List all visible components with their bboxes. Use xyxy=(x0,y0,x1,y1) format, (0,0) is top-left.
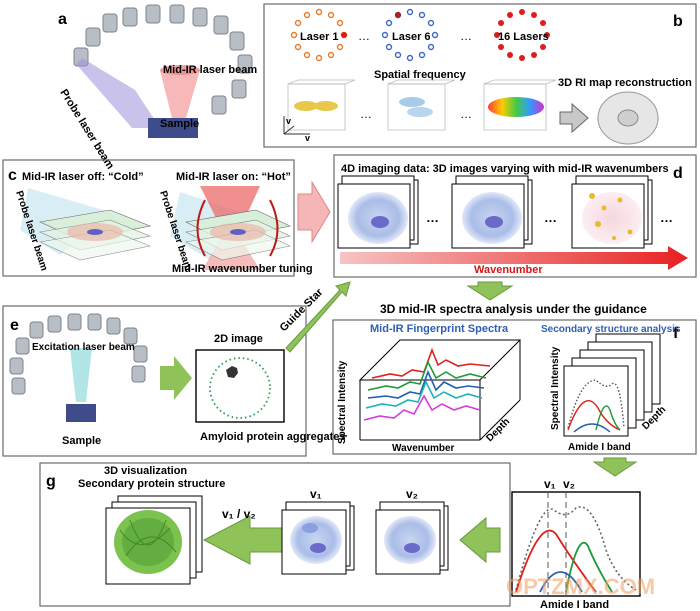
g-v1-label: v₁ xyxy=(310,487,322,501)
panel-b: b Laser 1 Laser 6 16 Lasers … … Spatial … xyxy=(263,3,697,148)
plot-v1-label: v₁ xyxy=(544,477,556,491)
protein-visual-stack xyxy=(105,495,203,585)
c-to-d-arrow xyxy=(297,180,331,244)
hot-image-stack xyxy=(185,209,291,261)
amide-plot xyxy=(511,491,641,597)
aggregates-label: Amyloid protein aggregates xyxy=(200,431,345,443)
secondary-plot xyxy=(563,333,661,437)
d-ellipsis-3: … xyxy=(660,210,673,225)
aggregate-blob xyxy=(226,366,238,378)
wavenumber-label: Wavenumber xyxy=(474,264,543,276)
d-stack-1 xyxy=(337,175,419,249)
panel-letter-a: a xyxy=(58,11,67,28)
f-intensity-label-1: Spectral Intensity xyxy=(337,360,348,444)
fingerprint-plot xyxy=(358,339,522,441)
guide-star-arrow xyxy=(285,281,351,353)
plot-v2-label: v₂ xyxy=(563,477,575,491)
panel-letter-f: f xyxy=(673,325,679,342)
e-inner-arrow xyxy=(160,356,192,400)
g-ratio-arrow xyxy=(202,515,287,565)
laser6-label: Laser 6 xyxy=(392,31,431,43)
g-v1-stack xyxy=(281,501,355,575)
plot-amide-label: Amide I band xyxy=(540,599,609,611)
f-intensity-label-2: Spectral Intensity xyxy=(550,346,561,430)
panel-f: f Mid-IR Fingerprint Spectra Secondary s… xyxy=(332,319,697,455)
f-amide-label: Amide I band xyxy=(568,442,631,453)
ratio-label: v₁ / v₂ xyxy=(222,507,256,521)
mid-ir-beam-shape xyxy=(160,70,200,118)
watermark: OPTZMX.COM xyxy=(506,574,655,599)
freq-box-3 xyxy=(483,79,557,131)
probe-beam-shape xyxy=(76,58,160,128)
panel-letter-c: c xyxy=(8,167,17,184)
e-sample xyxy=(66,404,96,422)
sample-block xyxy=(148,118,198,138)
reconstruction-label: 3D RI map reconstruction xyxy=(558,77,692,89)
cold-label: Mid-IR laser off: “Cold” xyxy=(22,171,144,183)
svg-text:v: v xyxy=(286,116,291,126)
d-stack-3 xyxy=(571,175,653,249)
d-title: 4D imaging data: 3D images varying with … xyxy=(341,163,669,175)
g-inner-arrow xyxy=(459,516,501,564)
image2d-label: 2D image xyxy=(214,333,263,345)
panel-letter-b: b xyxy=(673,13,683,30)
fingerprint-title: Mid-IR Fingerprint Spectra xyxy=(370,323,509,335)
hot-label: Mid-IR laser on: “Hot” xyxy=(176,171,291,183)
panel-letter-e: e xyxy=(10,317,19,334)
ellipsis-b2: … xyxy=(460,29,472,43)
lasers16-label: 16 Lasers xyxy=(498,31,549,43)
panel-g: g 3D visualization Secondary protein str… xyxy=(39,462,511,607)
reconstruction-arrow xyxy=(559,102,589,134)
g-title-1: 3D visualization xyxy=(104,465,187,477)
wavenumber-arrow xyxy=(340,246,688,270)
f-depth-label-1: Depth xyxy=(484,416,512,444)
excitation-label: Excitation laser beam xyxy=(32,342,135,353)
sample-label: Sample xyxy=(160,118,199,130)
g-title-2: Secondary protein structure xyxy=(78,478,225,490)
panel-letter-g: g xyxy=(46,473,56,490)
panel-e: e Excitation laser beam Sample 2D image … xyxy=(2,281,351,457)
g-v2-stack xyxy=(375,501,449,575)
ellipsis-b3: … xyxy=(360,107,372,121)
g-v2-label: v₂ xyxy=(406,487,418,501)
cold-image-stack xyxy=(38,209,152,261)
e-objective-ring xyxy=(9,313,148,395)
d-ellipsis-1: … xyxy=(426,210,439,225)
cell-outline-dotted xyxy=(209,357,271,419)
laser1-label: Laser 1 xyxy=(300,31,339,43)
freq-box-2 xyxy=(387,79,456,131)
ellipsis-b1: … xyxy=(358,29,370,43)
image2d-frame xyxy=(195,349,285,423)
lasers16-ring xyxy=(494,9,550,61)
svg-text:v: v xyxy=(305,133,310,143)
panel-c: c Mid-IR laser off: “Cold” Mid-IR laser … xyxy=(2,159,331,277)
d-ellipsis-2: … xyxy=(544,210,557,225)
objective-ring xyxy=(73,4,253,115)
analysis-title: 3D mid-IR spectra analysis under the gui… xyxy=(380,302,647,316)
f-to-g-arrow xyxy=(592,457,638,477)
mid-ir-beam-label: Mid-IR laser beam xyxy=(163,64,257,76)
secondary-title: Secondary structure analysis xyxy=(541,324,681,335)
tuning-label: Mid-IR wavenumber tuning xyxy=(172,263,313,275)
ellipsis-b4: … xyxy=(460,107,472,121)
e-sample-label: Sample xyxy=(62,435,101,447)
panel-letter-d: d xyxy=(673,165,683,182)
f-wavenumber-label: Wavenumber xyxy=(392,443,455,454)
panel-d: d 4D imaging data: 3D images varying wit… xyxy=(333,154,697,278)
guide-star-label: Guide Star xyxy=(278,286,326,334)
axis-glyph xyxy=(283,116,310,135)
d-stack-2 xyxy=(451,175,533,249)
d-to-f-arrow xyxy=(466,281,514,301)
hot-ir-cone xyxy=(200,186,260,234)
spatial-frequency-label: Spatial frequency xyxy=(374,69,467,81)
freq-box-1 xyxy=(287,79,356,131)
panel-a: a Mid-IR laser beam Sample Probe laser b… xyxy=(57,4,257,172)
